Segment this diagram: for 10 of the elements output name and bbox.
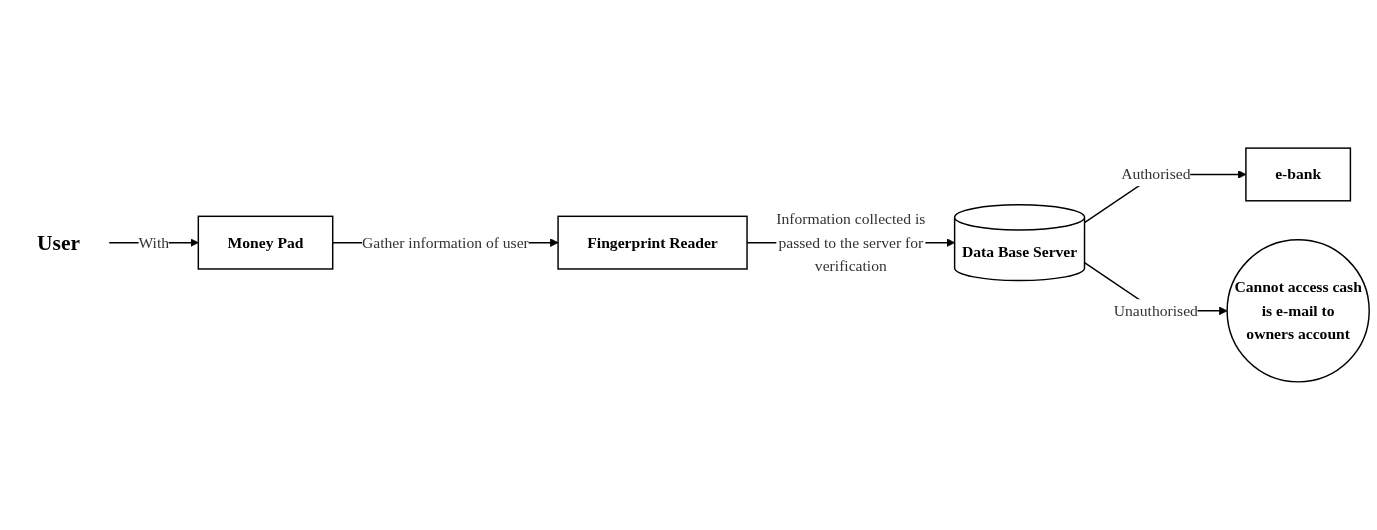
node-circle: Cannot access cash is e-mail to owners account — [1226, 239, 1370, 383]
node-box: Money Pad — [197, 215, 334, 270]
node-text: User — [37, 230, 80, 255]
edge-label: Information collected is passed to the server for verification — [776, 210, 926, 274]
edge-label: With — [138, 233, 170, 251]
edge-label: Unauthorised — [1113, 302, 1198, 319]
edge-label: Gather information of user — [361, 233, 529, 251]
node-box: e-bank — [1245, 147, 1352, 202]
node-box: Fingerprint Reader — [557, 215, 748, 270]
edge-label: Authorised — [1121, 165, 1191, 183]
